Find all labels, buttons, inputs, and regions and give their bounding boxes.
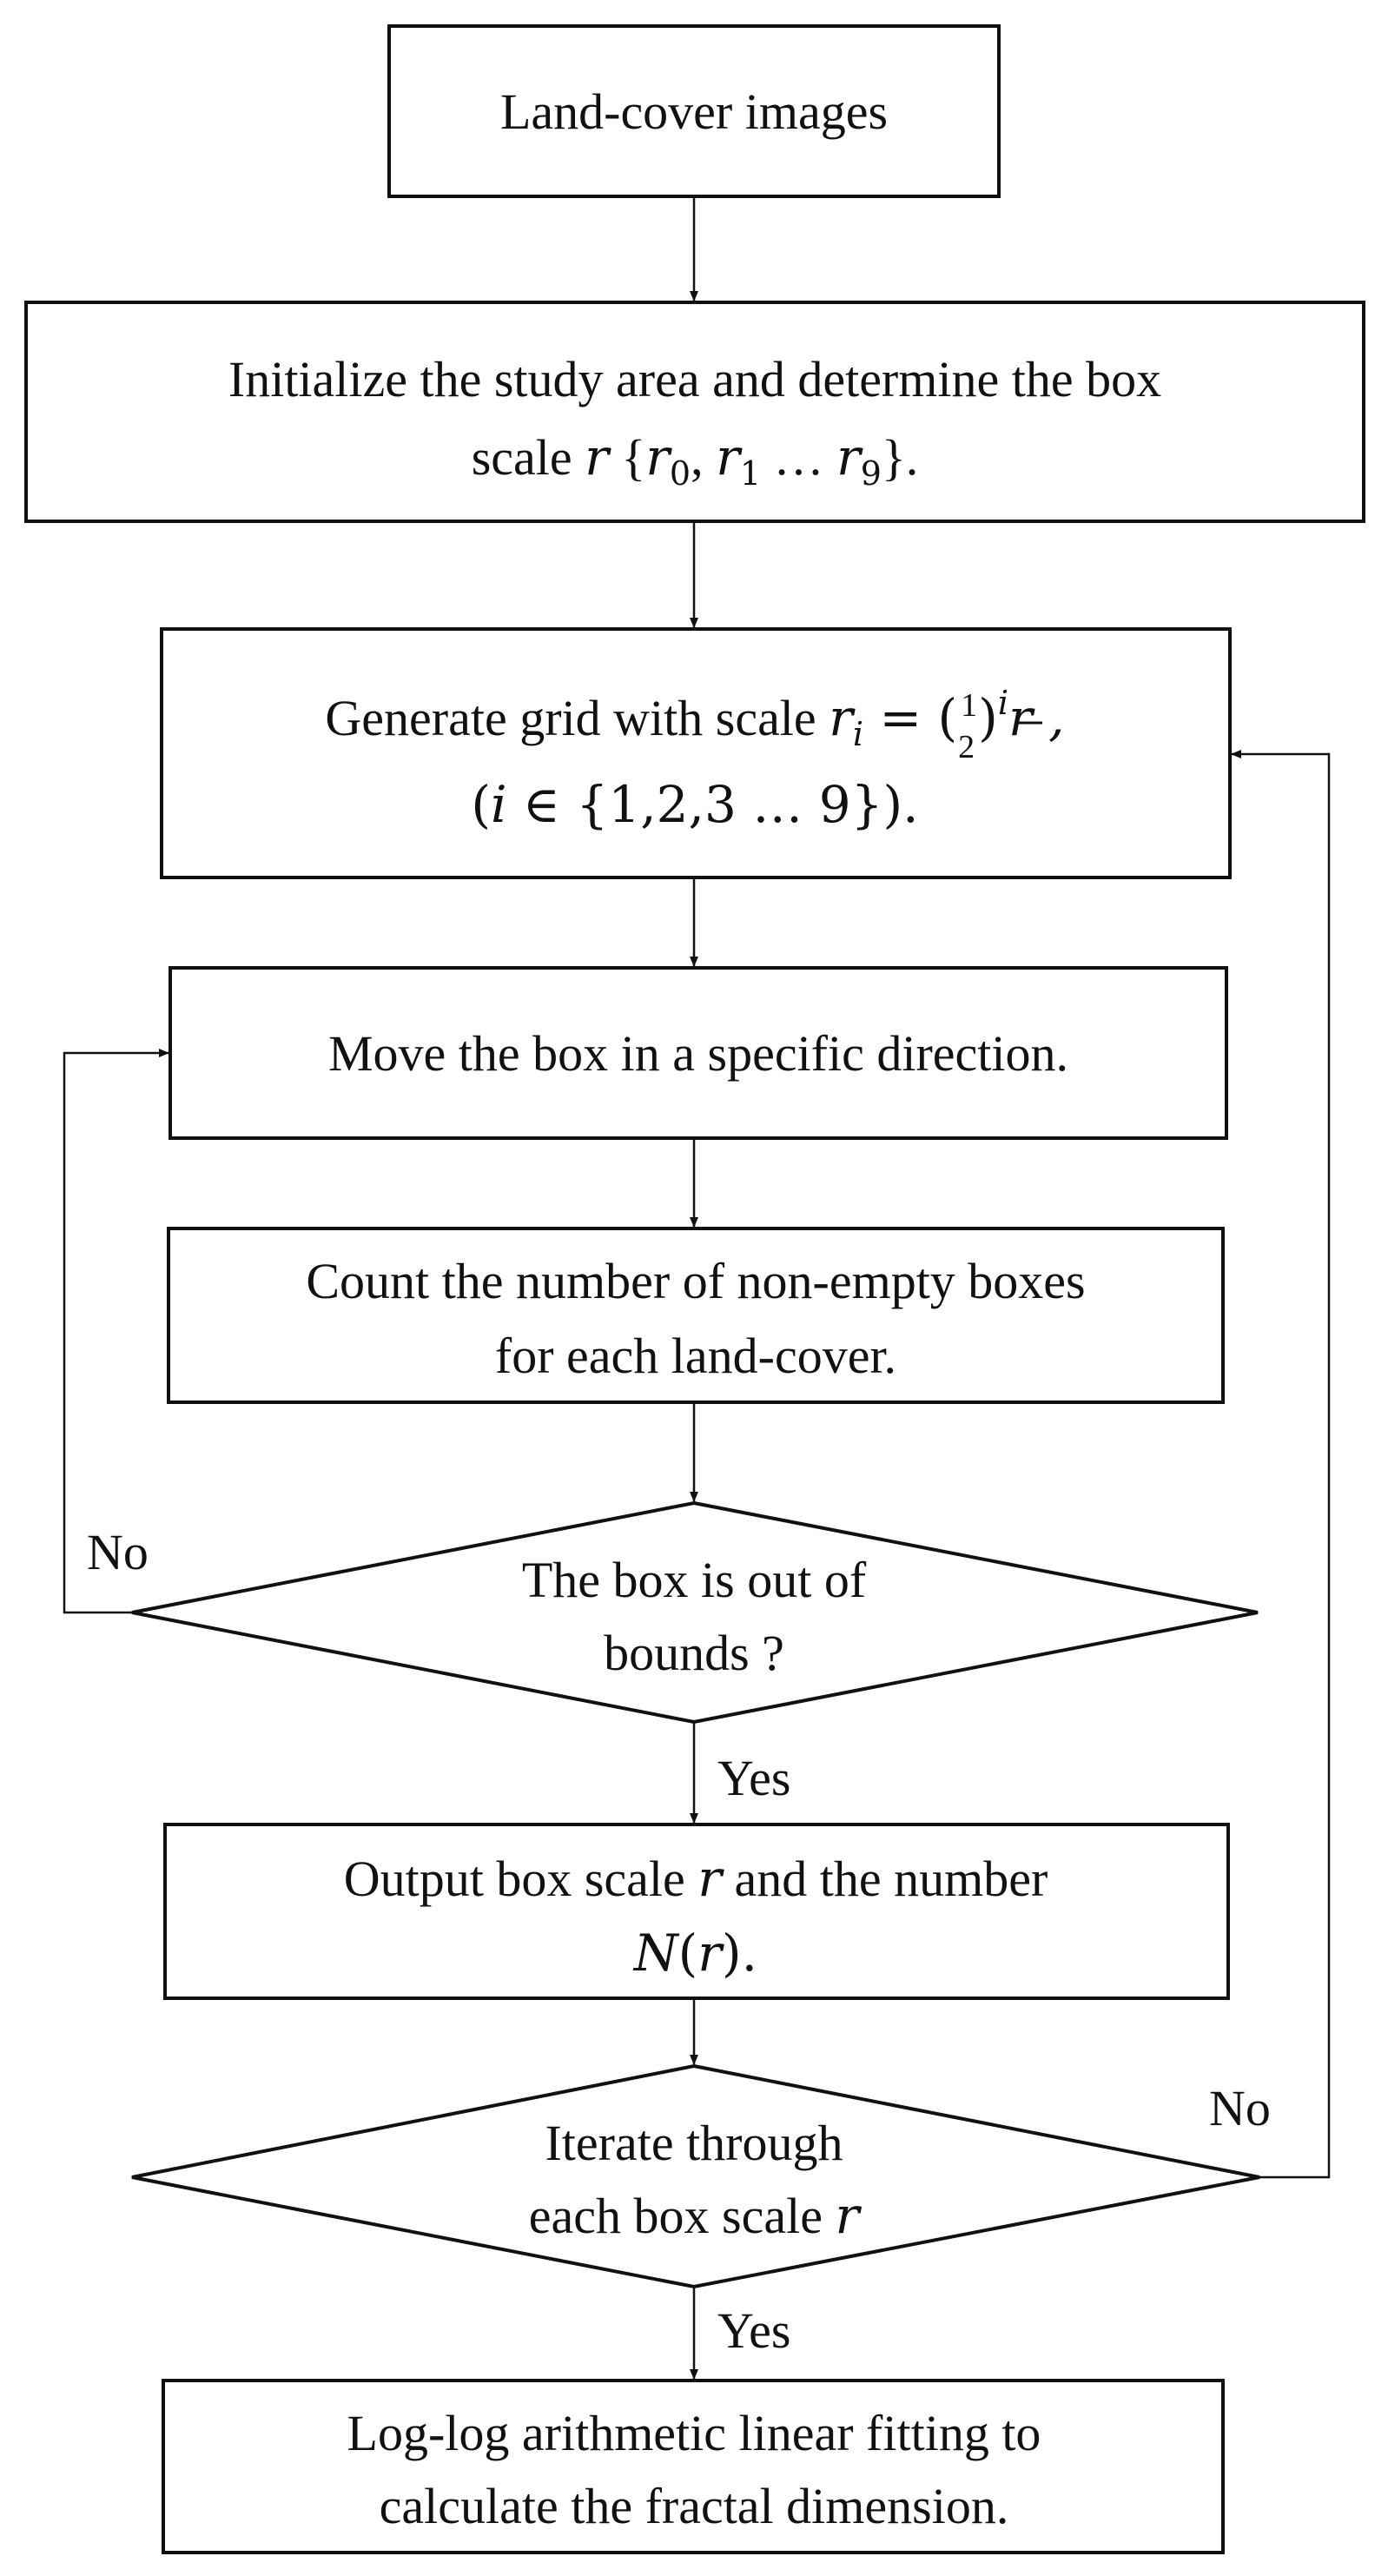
node-label: Move the box in a specific direction. <box>328 1025 1068 1082</box>
decision-label-line2: each box scale r <box>529 2186 863 2245</box>
node-label-line2: calculate the fractal dimension. <box>380 2478 1009 2534</box>
edge-iterate-no-loop <box>1231 750 1331 2179</box>
node-initialize: Initialize the study area and determine … <box>24 301 1365 523</box>
node-box <box>162 2379 1225 2554</box>
decision-label-line1: The box is out of <box>522 1552 867 1608</box>
node-label-line1: Count the number of non-empty boxes <box>306 1253 1085 1309</box>
node-box <box>169 966 1228 1140</box>
edge-label-bounds-yes: Yes <box>717 1750 790 1806</box>
node-label-line1: Log-log arithmetic linear fitting to <box>347 2405 1041 2461</box>
node-box <box>24 301 1365 523</box>
edge-bounds-no-loop <box>63 1049 169 1614</box>
node-label-line1: Initialize the study area and determine … <box>228 351 1161 407</box>
decision-shape <box>131 2063 1260 2289</box>
decision-out-of-bounds: The box is out of bounds ? <box>131 1500 1259 1725</box>
decision-shape <box>131 1500 1259 1725</box>
node-box <box>387 24 1001 198</box>
node-label-line2: N(r). <box>632 1924 757 1983</box>
edge-label-bounds-no: No <box>87 1524 149 1580</box>
node-move-box: Move the box in a specific direction. <box>169 966 1228 1140</box>
node-land-cover-images: Land-cover images <box>387 24 1001 198</box>
node-label-line2: (i ∈ {1,2,3 … 9}). <box>471 775 918 834</box>
node-output: Output box scale r and the number N(r). <box>163 1823 1230 2000</box>
node-box <box>160 627 1232 879</box>
edge-label-iterate-yes: Yes <box>717 2302 790 2359</box>
node-count-boxes: Count the number of non-empty boxes for … <box>167 1227 1225 1404</box>
node-label-line2: for each land-cover. <box>495 1328 896 1384</box>
node-box <box>163 1823 1230 2000</box>
node-label-line1: Output box scale r and the number <box>344 1849 1048 1908</box>
decision-label-line2: bounds ? <box>604 1625 784 1681</box>
edge-label-iterate-no: No <box>1209 2080 1271 2136</box>
decision-label-line1: Iterate through <box>545 2115 843 2171</box>
node-box <box>167 1227 1225 1404</box>
node-fitting: Log-log arithmetic linear fitting to cal… <box>162 2379 1225 2554</box>
node-label: Land-cover images <box>500 83 888 140</box>
decision-iterate: Iterate through each box scale r <box>131 2063 1260 2289</box>
node-label-line2: scale r {r0, r1 … r9}. <box>472 427 919 493</box>
